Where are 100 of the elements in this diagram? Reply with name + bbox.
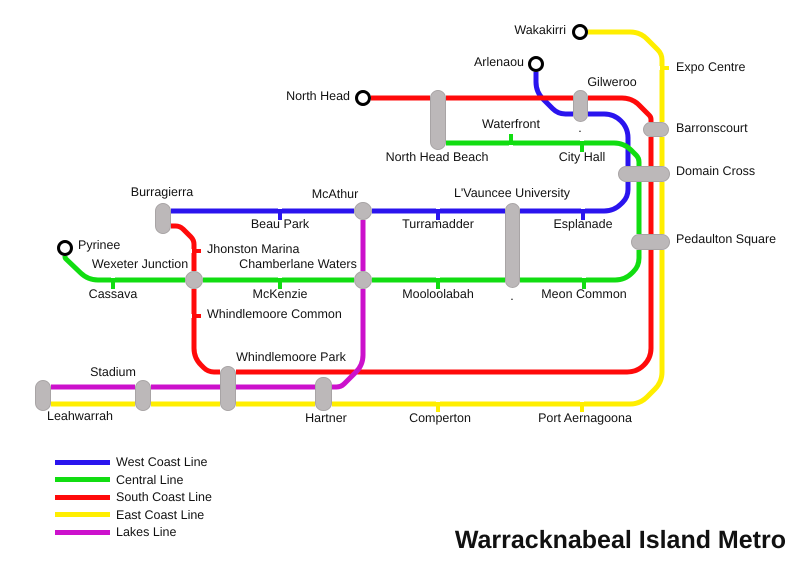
station-tick: [436, 402, 440, 412]
station-name: McAthur: [312, 186, 358, 202]
station-name: Mooloolabah: [402, 286, 474, 302]
track-line: [446, 140, 509, 146]
track-line: [203, 278, 278, 282]
station-name: Gilweroo: [587, 74, 637, 90]
track-line: [588, 96, 654, 122]
track-line: [62, 254, 111, 282]
track-line: [332, 402, 436, 406]
track-line: [372, 208, 436, 214]
station-name: Hartner: [305, 410, 347, 426]
station-name: McKenzie: [252, 286, 308, 302]
track-line: [440, 402, 580, 406]
station-tick: [581, 209, 585, 220]
track-line: [440, 208, 505, 214]
track-line: [446, 96, 573, 100]
interchange-marker: [135, 380, 151, 411]
station-name: .: [578, 120, 582, 136]
legend-label: East Coast Line: [116, 508, 204, 522]
terminus-marker: [572, 24, 588, 40]
track-line: [660, 137, 664, 166]
track-line: [636, 182, 642, 234]
station-name: .: [510, 288, 514, 304]
station-tick: [436, 278, 440, 289]
track-line: [51, 384, 135, 390]
track-line: [192, 289, 196, 314]
interchange-marker: [220, 366, 236, 411]
track-line: [584, 250, 664, 406]
station-tick: [111, 278, 115, 289]
track-line: [371, 96, 430, 100]
station-name: Esplanade: [553, 216, 613, 232]
track-line: [151, 402, 220, 406]
track-line: [332, 289, 366, 390]
interchange-marker: [155, 203, 171, 234]
track-line: [586, 250, 642, 282]
station-name: Wexeter Junction: [92, 256, 188, 272]
track-line: [360, 220, 366, 271]
station-name: North Head Beach: [386, 150, 488, 164]
station-tick: [509, 134, 513, 145]
station-tick: [192, 314, 201, 318]
track-line: [151, 384, 220, 390]
track-line: [648, 137, 654, 166]
track-line: [192, 253, 196, 271]
track-line: [513, 140, 580, 146]
track-line: [236, 384, 315, 390]
track-line: [648, 182, 654, 234]
interchange-marker: [643, 122, 669, 137]
track-line: [282, 278, 354, 282]
interchange-marker: [505, 203, 520, 288]
station-name: Domain Cross: [676, 164, 756, 178]
station-name: Pyrinee: [78, 238, 120, 252]
track-line: [660, 182, 664, 234]
track-line: [520, 278, 582, 282]
interchange-marker: [35, 380, 51, 411]
terminus-marker: [57, 240, 73, 256]
station-name: Expo Centre: [676, 60, 746, 74]
station-name: Turramadder: [402, 216, 474, 232]
interchange-marker: [315, 377, 332, 411]
station-name: Jhonston Marina: [207, 242, 300, 256]
station-name: Waterfront: [482, 116, 540, 132]
station-name: Leahwarrah: [47, 408, 113, 424]
legend-label: South Coast Line: [116, 490, 212, 504]
track-line: [372, 278, 436, 282]
station-name: Pedaulton Square: [676, 232, 776, 246]
station-name: Comperton: [409, 410, 471, 426]
terminus-marker: [355, 90, 371, 106]
station-tick: [582, 278, 586, 289]
track-line: [588, 112, 630, 166]
terminus-marker: [528, 56, 544, 72]
interchange-marker: [185, 271, 203, 289]
track-line: [440, 278, 505, 282]
interchange-marker: [430, 90, 446, 150]
station-name: Chamberlane Waters: [239, 256, 357, 272]
interchange-marker: [631, 234, 670, 250]
interchange-marker: [354, 271, 372, 289]
station-tick: [192, 249, 201, 253]
station-tick: [660, 66, 669, 70]
station-tick: [278, 278, 282, 289]
station-tick: [580, 141, 584, 152]
track-line: [236, 402, 315, 406]
station-name: Stadium: [90, 364, 136, 380]
interchange-marker: [573, 90, 588, 122]
station-name: L'Vauncee University: [454, 186, 570, 200]
station-name: Wakakirri: [514, 22, 566, 38]
legend-label: Central Line: [116, 472, 184, 487]
station-name: Port Aernagoona: [538, 410, 632, 426]
track-line: [584, 140, 642, 166]
interchange-marker: [354, 202, 372, 220]
station-name: Barronscourt: [676, 120, 748, 136]
station-tick: [278, 209, 282, 220]
station-name: Whindlemoore Common: [207, 306, 342, 322]
track-line: [171, 208, 278, 214]
station-name: Burragierra: [130, 184, 194, 200]
track-line: [534, 72, 573, 116]
legend-label: Lakes Line: [116, 525, 176, 540]
station-name: Arlenaou: [474, 54, 524, 70]
track-line: [171, 224, 196, 249]
track-line: [660, 70, 664, 122]
track-line: [236, 250, 654, 374]
station-name: Beau Park: [250, 216, 310, 232]
